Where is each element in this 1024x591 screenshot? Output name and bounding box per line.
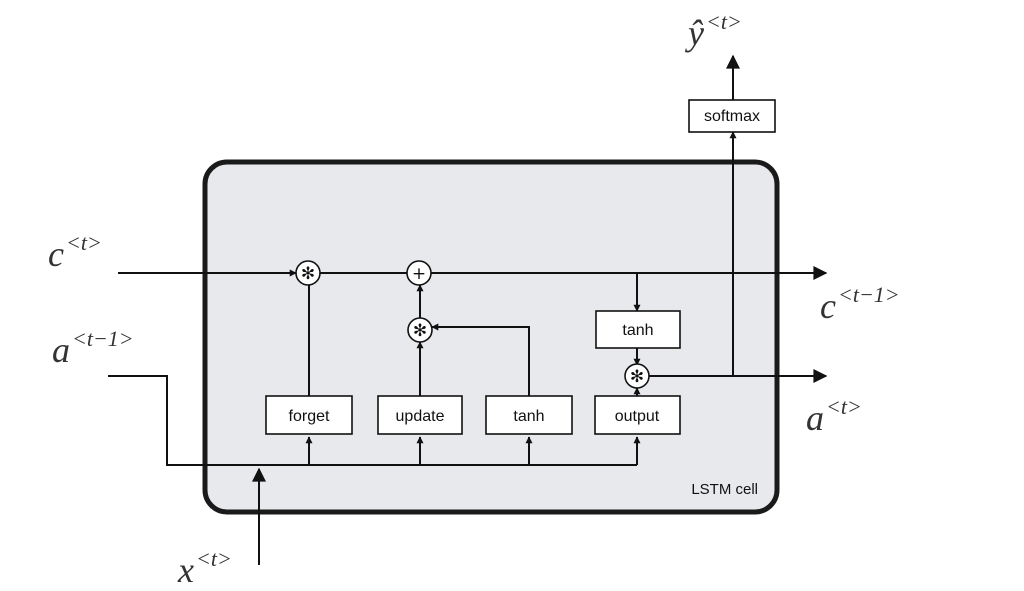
previous-hidden-bus-wire bbox=[108, 375, 637, 466]
forget-multiply-operator: ✻ bbox=[295, 260, 321, 286]
input-x-label: x<t> bbox=[177, 546, 232, 590]
add-icon: + bbox=[412, 264, 426, 284]
lstm-cell-label: LSTM cell bbox=[691, 481, 758, 498]
candidate-tanh-label: tanh bbox=[513, 408, 544, 425]
output-gate-label: output bbox=[615, 408, 660, 425]
output-gate: output bbox=[594, 395, 681, 435]
cell-tanh-gate: tanh bbox=[595, 310, 681, 349]
cell-state-input-label: c<t> bbox=[48, 230, 102, 274]
hidden-state-output-label: a<t> bbox=[806, 394, 862, 438]
cell-tanh-label: tanh bbox=[622, 322, 653, 339]
candidate-tanh-gate: tanh bbox=[485, 395, 573, 435]
update-gate: update bbox=[377, 395, 463, 435]
forget-gate: forget bbox=[265, 395, 353, 435]
output-multiply-operator: ✻ bbox=[624, 363, 650, 389]
update-multiply-operator: ✻ bbox=[407, 317, 433, 343]
softmax-gate: softmax bbox=[688, 99, 776, 133]
multiply-icon: ✻ bbox=[413, 321, 427, 341]
previous-hidden-input-label: a<t−1> bbox=[52, 326, 134, 370]
forget-gate-label: forget bbox=[289, 408, 330, 425]
update-gate-label: update bbox=[396, 408, 445, 425]
cell-add-operator: + bbox=[406, 260, 432, 286]
candidate-to-multiply-wire bbox=[431, 323, 530, 396]
prediction-output-label: ŷ<t> bbox=[685, 9, 742, 53]
multiply-icon: ✻ bbox=[630, 367, 644, 387]
cell-state-output-label: c<t−1> bbox=[820, 282, 900, 326]
lstm-cell-box bbox=[202, 159, 780, 515]
softmax-label: softmax bbox=[704, 108, 760, 125]
multiply-icon: ✻ bbox=[301, 264, 315, 284]
